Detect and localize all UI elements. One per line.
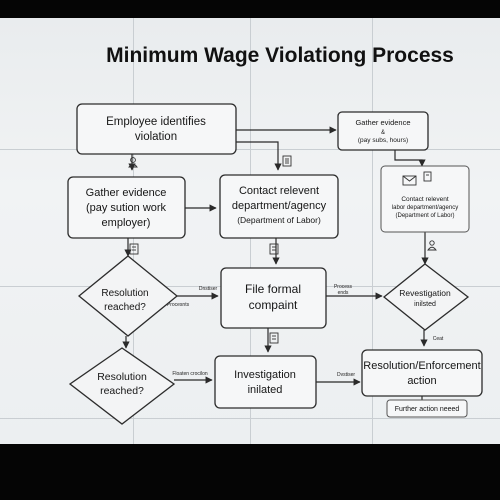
document-icon bbox=[129, 243, 139, 255]
node-text: employer) bbox=[102, 217, 151, 229]
node-text: Gather evidence bbox=[355, 118, 410, 127]
node-text: violation bbox=[135, 131, 177, 143]
node-text: Further action neeed bbox=[395, 406, 460, 413]
node-text: (pay subs, hours) bbox=[358, 137, 408, 144]
document-icon bbox=[423, 171, 432, 182]
edge-label-ends: ends bbox=[338, 290, 349, 296]
node-gather-evidence-top: Gather evidence & (pay subs, hours) bbox=[337, 111, 429, 151]
node-text: File formal bbox=[245, 282, 301, 296]
person-icon bbox=[128, 157, 138, 168]
node-text: Contact relevent bbox=[401, 196, 449, 203]
node-text: reached? bbox=[100, 385, 144, 397]
node-revestigation: Revestigation inilsted bbox=[382, 263, 470, 331]
node-text: inilsted bbox=[414, 301, 436, 308]
node-text: Contact relevent bbox=[239, 185, 319, 197]
node-file-complaint: File formal compaint bbox=[220, 267, 327, 329]
document-icon bbox=[269, 332, 279, 344]
edge-label-dvstiser: Dvstiser bbox=[337, 372, 355, 378]
diagram-title: Minimum Wage Violationg Process bbox=[106, 44, 454, 67]
node-text: reached? bbox=[104, 302, 146, 313]
node-text: labor department/agency bbox=[392, 205, 458, 211]
node-text: Revestigation bbox=[399, 288, 451, 298]
node-further-action: Further action neeed bbox=[386, 399, 468, 418]
node-text: Resolution bbox=[101, 288, 148, 299]
node-text: (Department of Labor) bbox=[237, 215, 321, 225]
node-text: department/agency bbox=[232, 200, 327, 212]
node-text: Resolution bbox=[97, 371, 147, 383]
node-resolution-reached-1: Resolution reached? bbox=[77, 255, 179, 337]
edge-label-dnstiser: Dnstiser bbox=[199, 286, 218, 292]
document-icon bbox=[269, 243, 279, 255]
edge-label-ceat: Ceat bbox=[433, 336, 444, 342]
node-text: action bbox=[407, 375, 436, 387]
node-text: inilated bbox=[248, 384, 283, 396]
node-gather-evidence-left: Gather evidence (pay sution work employe… bbox=[67, 176, 186, 239]
edge-identify-contact bbox=[236, 141, 282, 171]
node-text: (pay sution work bbox=[86, 202, 167, 214]
screen-seam bbox=[0, 149, 500, 150]
node-text: & bbox=[381, 130, 385, 136]
edge-label-floaten: Floaten crocilon bbox=[172, 371, 208, 377]
node-employee-identifies: Employee identifies violation bbox=[76, 103, 237, 155]
node-text: Gather evidence bbox=[86, 187, 167, 199]
document-icon bbox=[282, 155, 292, 167]
node-text: (Department of Labor) bbox=[395, 213, 454, 219]
node-contact-agency: Contact relevent department/agency (Depa… bbox=[219, 174, 339, 239]
screen-seam bbox=[0, 418, 500, 419]
edge-label-process: Process bbox=[334, 284, 353, 290]
node-enforcement-action: Resolution/Enforcement action bbox=[361, 349, 483, 397]
node-text: Resolution/Enforcement bbox=[363, 360, 480, 372]
node-text: Employee identifies bbox=[106, 116, 206, 128]
screen-seam bbox=[372, 18, 373, 444]
envelope-icon bbox=[402, 175, 417, 186]
node-text: Investigation bbox=[234, 369, 296, 381]
node-text: compaint bbox=[249, 298, 298, 312]
edge-label-proceeds: Procesnts bbox=[167, 302, 190, 308]
node-investigation: Investigation inilated bbox=[214, 355, 317, 409]
node-resolution-reached-2: Resolution reached? bbox=[68, 347, 176, 425]
person-icon bbox=[427, 240, 437, 251]
edge-gathertop-contactsmall bbox=[394, 150, 426, 167]
node-contact-labor-department: Contact relevent labor department/agency… bbox=[380, 165, 470, 233]
